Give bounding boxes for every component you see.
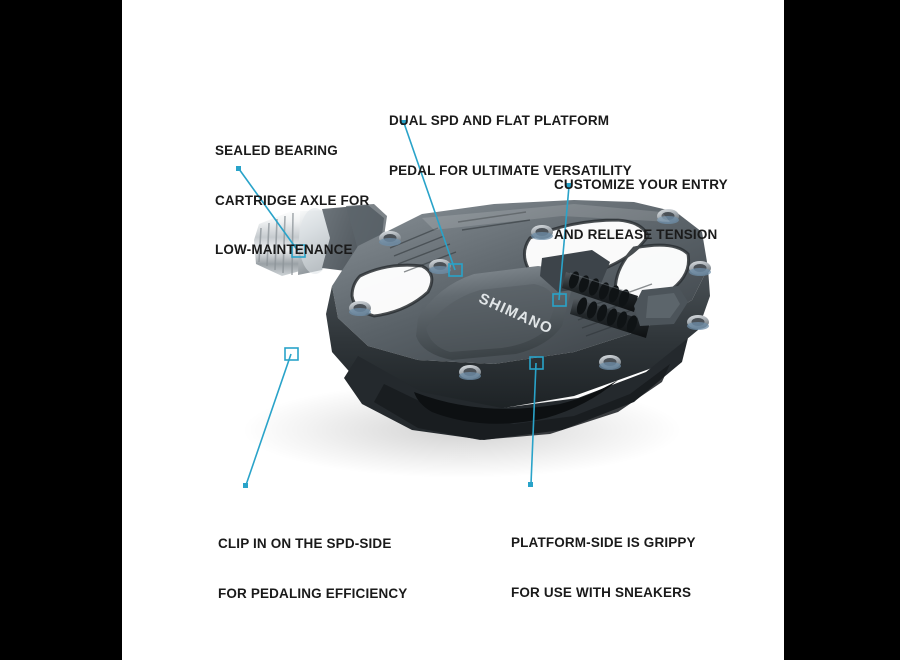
letterbox-bar-right	[784, 0, 900, 660]
letterbox-bar-left	[0, 0, 122, 660]
callout-line: CUSTOMIZE YOUR ENTRY	[554, 177, 728, 192]
callout-line: CLIP IN ON THE SPD-SIDE	[218, 536, 392, 551]
bolt	[429, 259, 451, 274]
callout-platform-side-grippy: PLATFORM-SIDE IS GRIPPY FOR USE WITH SNE…	[511, 502, 696, 634]
bolt	[599, 355, 621, 370]
bolt	[349, 301, 371, 316]
bolt	[531, 225, 553, 240]
leader-dot-clip-in	[243, 483, 248, 488]
callout-entry-release-tension: CUSTOMIZE YOUR ENTRY AND RELEASE TENSION	[554, 144, 728, 276]
anchor-box-platform-side	[529, 356, 544, 370]
bolt	[687, 315, 709, 330]
anchor-box-dual-spd	[448, 263, 463, 277]
callout-line: PLATFORM-SIDE IS GRIPPY	[511, 535, 696, 550]
callout-line: PEDAL FOR ULTIMATE VERSATILITY	[389, 162, 632, 178]
callout-line: FOR USE WITH SNEAKERS	[511, 584, 692, 600]
front-grip-slot	[414, 380, 618, 424]
coil-spring-lower	[570, 297, 650, 338]
bolt	[459, 365, 481, 380]
callout-line: SEALED BEARING	[215, 143, 338, 158]
callout-line: CARTRIDGE AXLE FOR	[215, 192, 370, 208]
callout-line: DUAL SPD AND FLAT PLATFORM	[389, 113, 610, 128]
leader-dot-platform-side	[528, 482, 533, 487]
leader-line-clip-in	[245, 353, 292, 486]
coil-spring-upper	[562, 271, 638, 312]
callout-line: FOR PEDALING EFFICIENCY	[218, 585, 408, 601]
callout-dual-spd-flat: DUAL SPD AND FLAT PLATFORM PEDAL FOR ULT…	[389, 80, 632, 212]
callout-line: AND RELEASE TENSION	[554, 226, 718, 242]
anchor-box-clip-in	[284, 347, 299, 361]
callout-line: LOW-MAINTENANCE	[215, 242, 353, 257]
anchor-box-entry-tension	[552, 293, 567, 307]
leader-line-platform-side	[530, 362, 537, 485]
bolt	[379, 231, 401, 246]
callout-sealed-bearing: SEALED BEARING CARTRIDGE AXLE FOR LOW-MA…	[215, 110, 369, 292]
callout-clip-in-spd-side: CLIP IN ON THE SPD-SIDE FOR PEDALING EFF…	[218, 503, 407, 635]
shimano-wordmark: SHIMANO	[476, 290, 555, 338]
